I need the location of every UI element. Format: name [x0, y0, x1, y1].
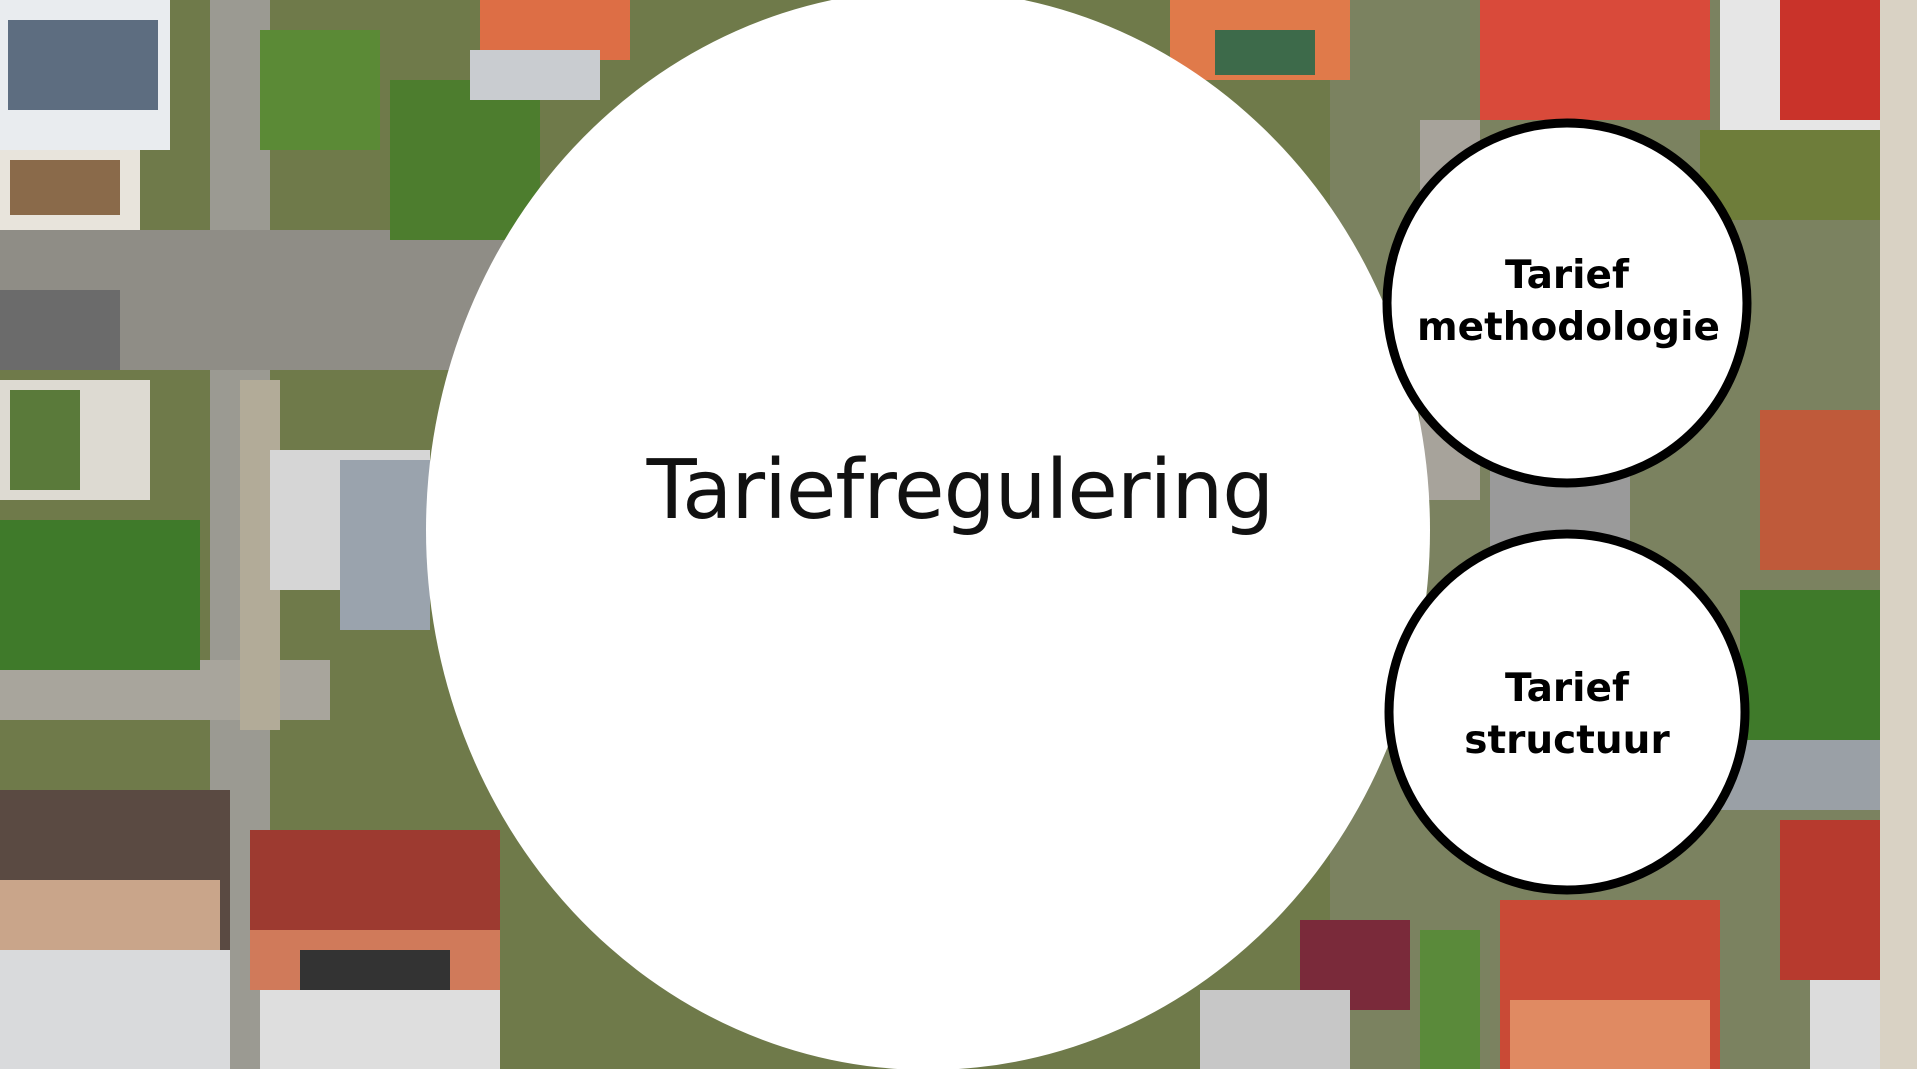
node-circle-structuur	[1384, 529, 1750, 895]
node-label-line: methodologie	[1417, 305, 1720, 350]
main-circle	[426, 0, 1430, 1069]
node-label-line: Tarief	[1505, 666, 1629, 711]
node-circle-methodologie	[1382, 118, 1752, 488]
node-label-structuur: Tarief structuur	[1417, 663, 1717, 767]
main-title: Tariefregulering	[646, 442, 1275, 538]
node-label-methodologie: Tarief methodologie	[1417, 250, 1720, 354]
node-label-line: Tarief	[1505, 253, 1629, 298]
node-label-line: structuur	[1464, 718, 1670, 763]
